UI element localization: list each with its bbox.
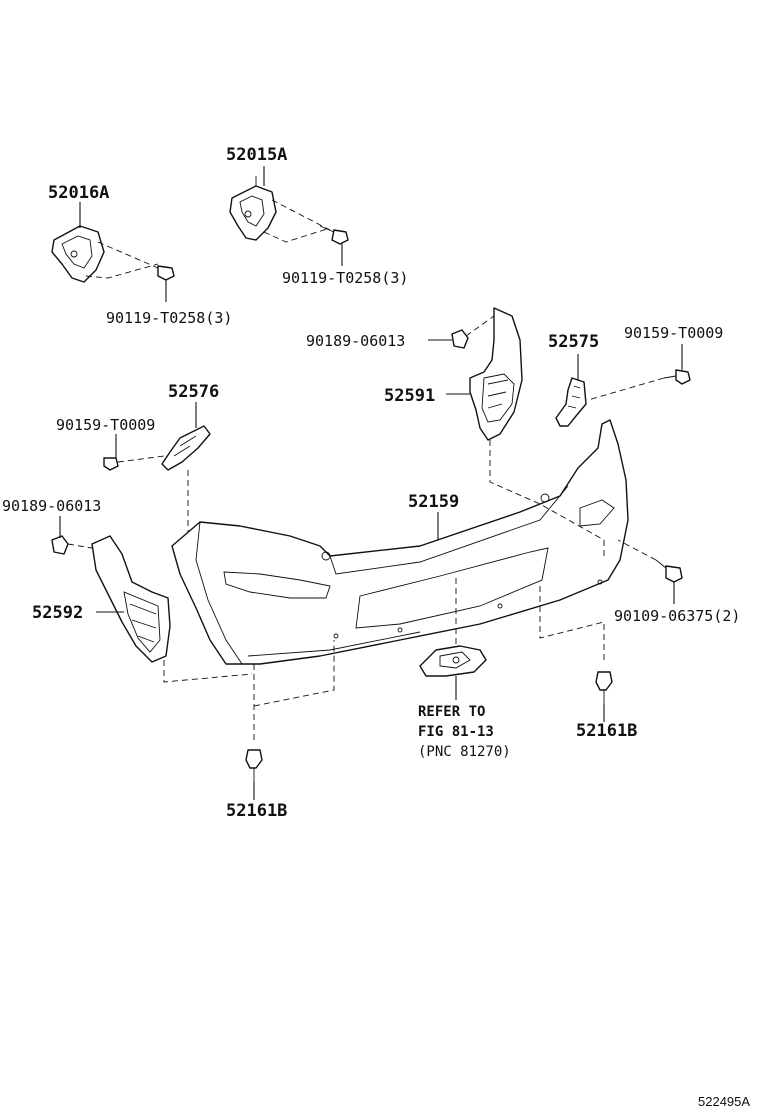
dash-52592 xyxy=(163,660,253,683)
bumper-cover-52159 xyxy=(171,419,629,665)
label-52575: 52575 xyxy=(548,332,599,352)
dash-90189-left xyxy=(67,543,93,549)
dash-90189-right xyxy=(465,315,495,337)
label-90189-right: 90189-06013 xyxy=(306,332,405,350)
clip-90189-left xyxy=(51,535,69,555)
label-52576: 52576 xyxy=(168,382,219,402)
label-90159-right: 90159-T0009 xyxy=(624,324,723,342)
screw-90119-right xyxy=(319,225,349,245)
label-90109: 90109-06375(2) xyxy=(614,607,740,625)
bracket-52575 xyxy=(555,377,587,427)
label-90119-left: 90119-T0258(3) xyxy=(106,309,232,327)
bracket-52576 xyxy=(161,425,211,471)
retainer-52591 xyxy=(469,307,523,441)
dash-52591 xyxy=(489,440,605,560)
label-52016A: 52016A xyxy=(48,183,109,203)
reference-line-3: (PNC 81270) xyxy=(418,744,511,760)
label-52592: 52592 xyxy=(32,603,83,623)
dash-52015A xyxy=(263,199,331,243)
label-52159: 52159 xyxy=(408,492,459,512)
dash-52161B-right xyxy=(539,586,605,664)
screw-90119-left xyxy=(157,265,175,281)
bracket-52016A xyxy=(51,225,105,283)
clip-90189-right xyxy=(451,329,469,349)
label-52591: 52591 xyxy=(384,386,435,406)
dash-52016A xyxy=(85,241,159,279)
screw-90159-right xyxy=(663,369,691,385)
label-90159-left: 90159-T0009 xyxy=(56,416,155,434)
reference-line-2: FIG 81-13 xyxy=(418,724,494,740)
rivet-52161B-left xyxy=(245,749,263,782)
label-90119-right: 90119-T0258(3) xyxy=(282,269,408,287)
screw-90159-left xyxy=(103,457,119,471)
dash-90159-left xyxy=(117,455,165,463)
license-lamp xyxy=(419,645,487,677)
label-90189-left: 90189-06013 xyxy=(2,497,101,515)
diagram-code: 522495A xyxy=(698,1094,750,1109)
screw-90109 xyxy=(655,559,683,583)
rivet-52161B-right xyxy=(595,671,613,704)
dash-90109 xyxy=(617,539,657,561)
dash-90159-right xyxy=(587,377,665,401)
label-52161B-right: 52161B xyxy=(576,721,637,741)
label-52161B-left: 52161B xyxy=(226,801,287,821)
dash-52161B-left xyxy=(253,640,335,742)
reference-line-1: REFER TO xyxy=(418,704,485,720)
label-52015A: 52015A xyxy=(226,145,287,165)
retainer-52592 xyxy=(91,535,171,663)
bracket-52015A xyxy=(229,176,277,241)
